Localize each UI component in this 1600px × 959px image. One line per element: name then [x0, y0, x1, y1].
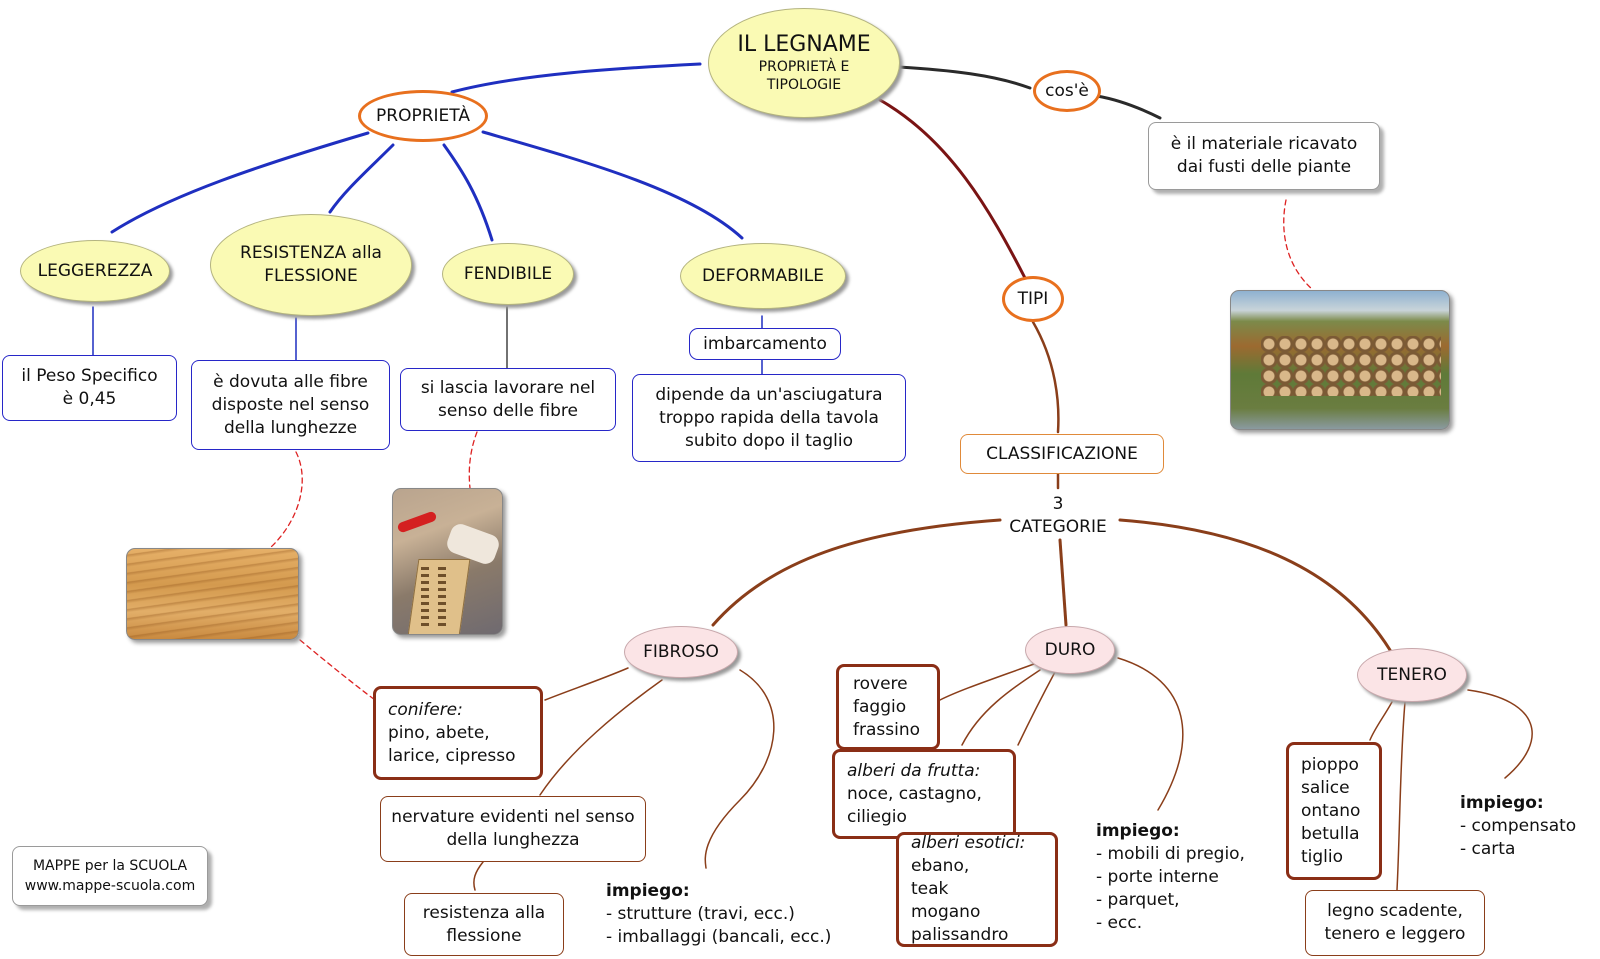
leggerezza-node: LEGGEREZZA — [20, 240, 170, 302]
fendibile-detail-text: si lascia lavorare nel senso delle fibre — [420, 377, 596, 421]
fibroso-node: FIBROSO — [624, 626, 738, 678]
credit-box: MAPPE per la SCUOLA www.mappe-scuola.com — [12, 846, 208, 906]
link-proprieta-resistenza — [328, 143, 395, 214]
deformabile-detail-text: dipende da un'asciugatura troppo rapida … — [655, 384, 883, 451]
resistenza-detail-text: è dovuta alle fibre disposte nel senso d… — [211, 371, 370, 438]
link-proprieta-deformabile — [481, 130, 744, 240]
link-categorie-tenero — [1118, 518, 1392, 652]
tenero-impiego-1: - carta — [1460, 839, 1516, 859]
leggerezza-detail: il Peso Specifico è 0,45 — [2, 355, 177, 421]
imbarcamento-node: imbarcamento — [689, 328, 841, 360]
tenero-impiego: impiego: - compensato - carta — [1460, 792, 1598, 861]
frutta-box: alberi da frutta: noce, castagno, cilieg… — [832, 749, 1016, 839]
deformabile-node: DEFORMABILE — [680, 243, 846, 309]
link-categorie-duro — [1058, 538, 1068, 627]
title-main: IL LEGNAME — [737, 32, 871, 57]
title-node: IL LEGNAME PROPRIETÀ E TIPOLOGIE — [708, 8, 900, 118]
tenero-wood-2: ontano — [1301, 800, 1361, 821]
fibroso-resistenza-text: resistenza alla flessione — [422, 902, 546, 946]
link-proprieta-leggerezza — [110, 131, 370, 234]
resistenza-label: RESISTENZA alla FLESSIONE — [240, 243, 382, 286]
esotici-title: alberi esotici: — [911, 833, 1026, 853]
duro-wood-1: faggio — [853, 696, 907, 717]
tenero-wood-1: salice — [1301, 777, 1350, 798]
conifere-box: conifere: pino, abete, larice, cipresso — [373, 686, 543, 780]
tenero-desc: legno scadente, tenero e leggero — [1324, 901, 1466, 944]
fibroso-label: FIBROSO — [643, 641, 719, 662]
duro-label: DURO — [1044, 639, 1096, 660]
nervature-box: nervature evidenti nel senso della lungh… — [380, 796, 646, 862]
fibroso-impiego-0: - strutture (travi, ecc.) — [606, 904, 795, 924]
deformabile-label: DEFORMABILE — [702, 265, 824, 286]
leggerezza-detail-text: il Peso Specifico è 0,45 — [21, 366, 158, 409]
resistenza-detail: è dovuta alle fibre disposte nel senso d… — [191, 360, 390, 450]
cose-definition: è il materiale ricavato dai fusti delle … — [1148, 122, 1380, 190]
imbarcamento-label: imbarcamento — [703, 333, 827, 354]
tenero-wood-3: betulla — [1301, 823, 1360, 844]
proprieta-label: PROPRIETÀ — [376, 105, 470, 126]
conifere-items: pino, abete, larice, cipresso — [388, 722, 516, 766]
tenero-impiego-0: - compensato — [1460, 816, 1577, 836]
fibroso-impiego-title: impiego: — [606, 881, 690, 901]
link-title-cose — [896, 65, 1032, 90]
fibroso-impiego-1: - imballaggi (bancali, ecc.) — [606, 927, 832, 947]
frutta-items: noce, castagno, ciliegio — [847, 783, 982, 827]
fendibile-detail: si lascia lavorare nel senso delle fibre — [400, 368, 616, 431]
tipi-node: TIPI — [1002, 276, 1064, 322]
proprieta-node: PROPRIETÀ — [358, 90, 488, 142]
title-sub: PROPRIETÀ E TIPOLOGIE — [758, 59, 850, 93]
duro-impiego-0: - mobili di pregio, — [1096, 844, 1245, 864]
deformabile-detail: dipende da un'asciugatura troppo rapida … — [632, 374, 906, 462]
duro-impiego-1: - porte interne — [1096, 867, 1219, 887]
categorie-label: 3 CATEGORIE — [990, 493, 1126, 539]
credit-line2: www.mappe-scuola.com — [24, 878, 196, 894]
link-title-proprieta — [450, 62, 702, 94]
fibroso-impiego: impiego: - strutture (travi, ecc.) - imb… — [606, 880, 876, 949]
woodworking-image — [392, 488, 503, 635]
duro-woods-box: rovere faggio frassino — [836, 664, 940, 750]
duro-node: DURO — [1025, 626, 1115, 674]
tenero-wood-4: tiglio — [1301, 846, 1344, 867]
tipi-label: TIPI — [1017, 288, 1049, 309]
wood-grain-image — [126, 548, 299, 640]
nervature-text: nervature evidenti nel senso della lungh… — [391, 807, 635, 850]
link-proprieta-fendibile — [442, 143, 494, 242]
fendibile-label: FENDIBILE — [463, 263, 553, 284]
tenero-wood-0: pioppo — [1301, 754, 1359, 775]
cose-label: cos'è — [1045, 80, 1089, 101]
duro-wood-2: frassino — [853, 719, 921, 740]
tenero-woods-box: pioppo salice ontano betulla tiglio — [1286, 742, 1382, 880]
categorie-num: 3 — [1052, 494, 1064, 514]
esotici-items: ebano, teak mogano palissandro — [911, 856, 1009, 945]
tenero-node: TENERO — [1357, 648, 1467, 702]
classificazione-label: CLASSIFICAZIONE — [986, 443, 1138, 464]
conifere-title: conifere: — [388, 699, 463, 720]
classificazione-node: CLASSIFICAZIONE — [960, 434, 1164, 474]
duro-wood-0: rovere — [853, 673, 908, 694]
cose-node: cos'è — [1033, 70, 1101, 112]
log-pile-image — [1230, 290, 1450, 430]
duro-impiego-3: - ecc. — [1096, 913, 1143, 933]
tenero-label: TENERO — [1377, 664, 1447, 685]
fibroso-resistenza-box: resistenza alla flessione — [404, 893, 564, 956]
tenero-desc-box: legno scadente, tenero e leggero — [1305, 890, 1485, 956]
duro-impiego-2: - parquet, — [1096, 890, 1180, 910]
categorie-text: CATEGORIE — [1009, 517, 1107, 537]
duro-impiego: impiego: - mobili di pregio, - porte int… — [1096, 820, 1286, 935]
duro-impiego-title: impiego: — [1096, 821, 1180, 841]
link-categorie-fibroso — [711, 518, 1002, 627]
tenero-impiego-title: impiego: — [1460, 793, 1544, 813]
fendibile-node: FENDIBILE — [442, 243, 574, 305]
credit-line1: MAPPE per la SCUOLA — [32, 858, 188, 874]
cose-text: è il materiale ricavato dai fusti delle … — [1170, 134, 1358, 177]
leggerezza-label: LEGGEREZZA — [37, 260, 153, 281]
resistenza-node: RESISTENZA alla FLESSIONE — [210, 214, 412, 316]
frutta-title: alberi da frutta: — [847, 760, 981, 781]
esotici-box: alberi esotici: ebano, teak mogano palis… — [896, 832, 1058, 947]
link-title-tipi — [878, 98, 1027, 280]
